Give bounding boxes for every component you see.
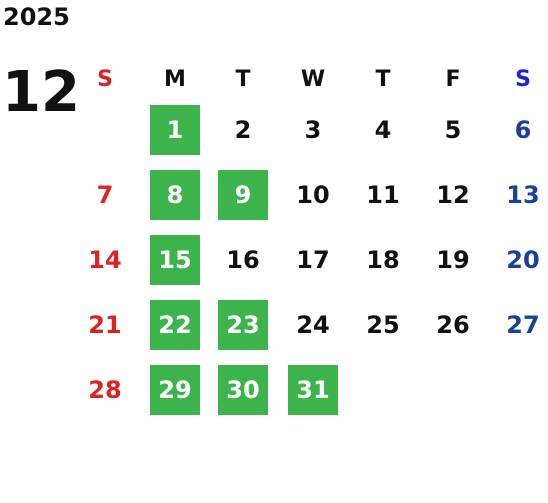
day-cell-highlighted[interactable]: 15 <box>150 235 200 285</box>
day-cell[interactable]: 21 <box>88 311 122 339</box>
day-cell-highlighted[interactable]: 23 <box>218 300 268 350</box>
day-cell[interactable]: 12 <box>436 181 470 209</box>
day-cell[interactable]: 28 <box>88 376 122 404</box>
day-cell-highlighted[interactable]: 31 <box>288 365 338 415</box>
day-cell[interactable]: 3 <box>304 116 322 144</box>
day-cell-highlighted[interactable]: 8 <box>150 170 200 220</box>
month-label: 12 <box>2 60 80 125</box>
day-cell[interactable]: 14 <box>88 246 122 274</box>
day-cell-highlighted[interactable]: 9 <box>218 170 268 220</box>
weekday-header-sun: S <box>97 67 113 92</box>
day-cell[interactable]: 19 <box>436 246 470 274</box>
week-row: 1 2 3 4 5 6 <box>68 100 548 165</box>
day-cell-highlighted[interactable]: 1 <box>150 105 200 155</box>
weekday-header-fri: F <box>445 67 461 92</box>
day-cell[interactable]: 6 <box>514 116 532 144</box>
day-cell[interactable]: 7 <box>96 181 114 209</box>
week-row: 28 29 30 31 <box>68 360 548 425</box>
weekday-header-thu: T <box>375 67 391 92</box>
day-cell[interactable]: 26 <box>436 311 470 339</box>
day-cell[interactable]: 16 <box>226 246 260 274</box>
day-cell[interactable]: 11 <box>366 181 400 209</box>
day-cell[interactable]: 25 <box>366 311 400 339</box>
day-cell-highlighted[interactable]: 29 <box>150 365 200 415</box>
day-cell[interactable]: 17 <box>296 246 330 274</box>
week-row: 21 22 23 24 25 26 27 <box>68 295 548 360</box>
day-cell[interactable]: 20 <box>506 246 540 274</box>
weekday-header-mon: M <box>164 67 186 92</box>
day-cell[interactable]: 4 <box>374 116 392 144</box>
day-cell[interactable]: 18 <box>366 246 400 274</box>
day-cell[interactable]: 2 <box>234 116 252 144</box>
weekday-header-sat: S <box>515 67 531 92</box>
day-cell-highlighted[interactable]: 22 <box>150 300 200 350</box>
year-label: 2025 <box>3 3 70 31</box>
day-cell-highlighted[interactable]: 30 <box>218 365 268 415</box>
weekday-header-tue: T <box>235 67 251 92</box>
day-cell[interactable]: 10 <box>296 181 330 209</box>
week-row: 14 15 16 17 18 19 20 <box>68 230 548 295</box>
day-cell[interactable]: 13 <box>506 181 540 209</box>
day-cell[interactable]: 5 <box>444 116 462 144</box>
day-cell[interactable]: 24 <box>296 311 330 339</box>
weekday-header-wed: W <box>300 67 326 92</box>
day-cell[interactable]: 27 <box>506 311 540 339</box>
